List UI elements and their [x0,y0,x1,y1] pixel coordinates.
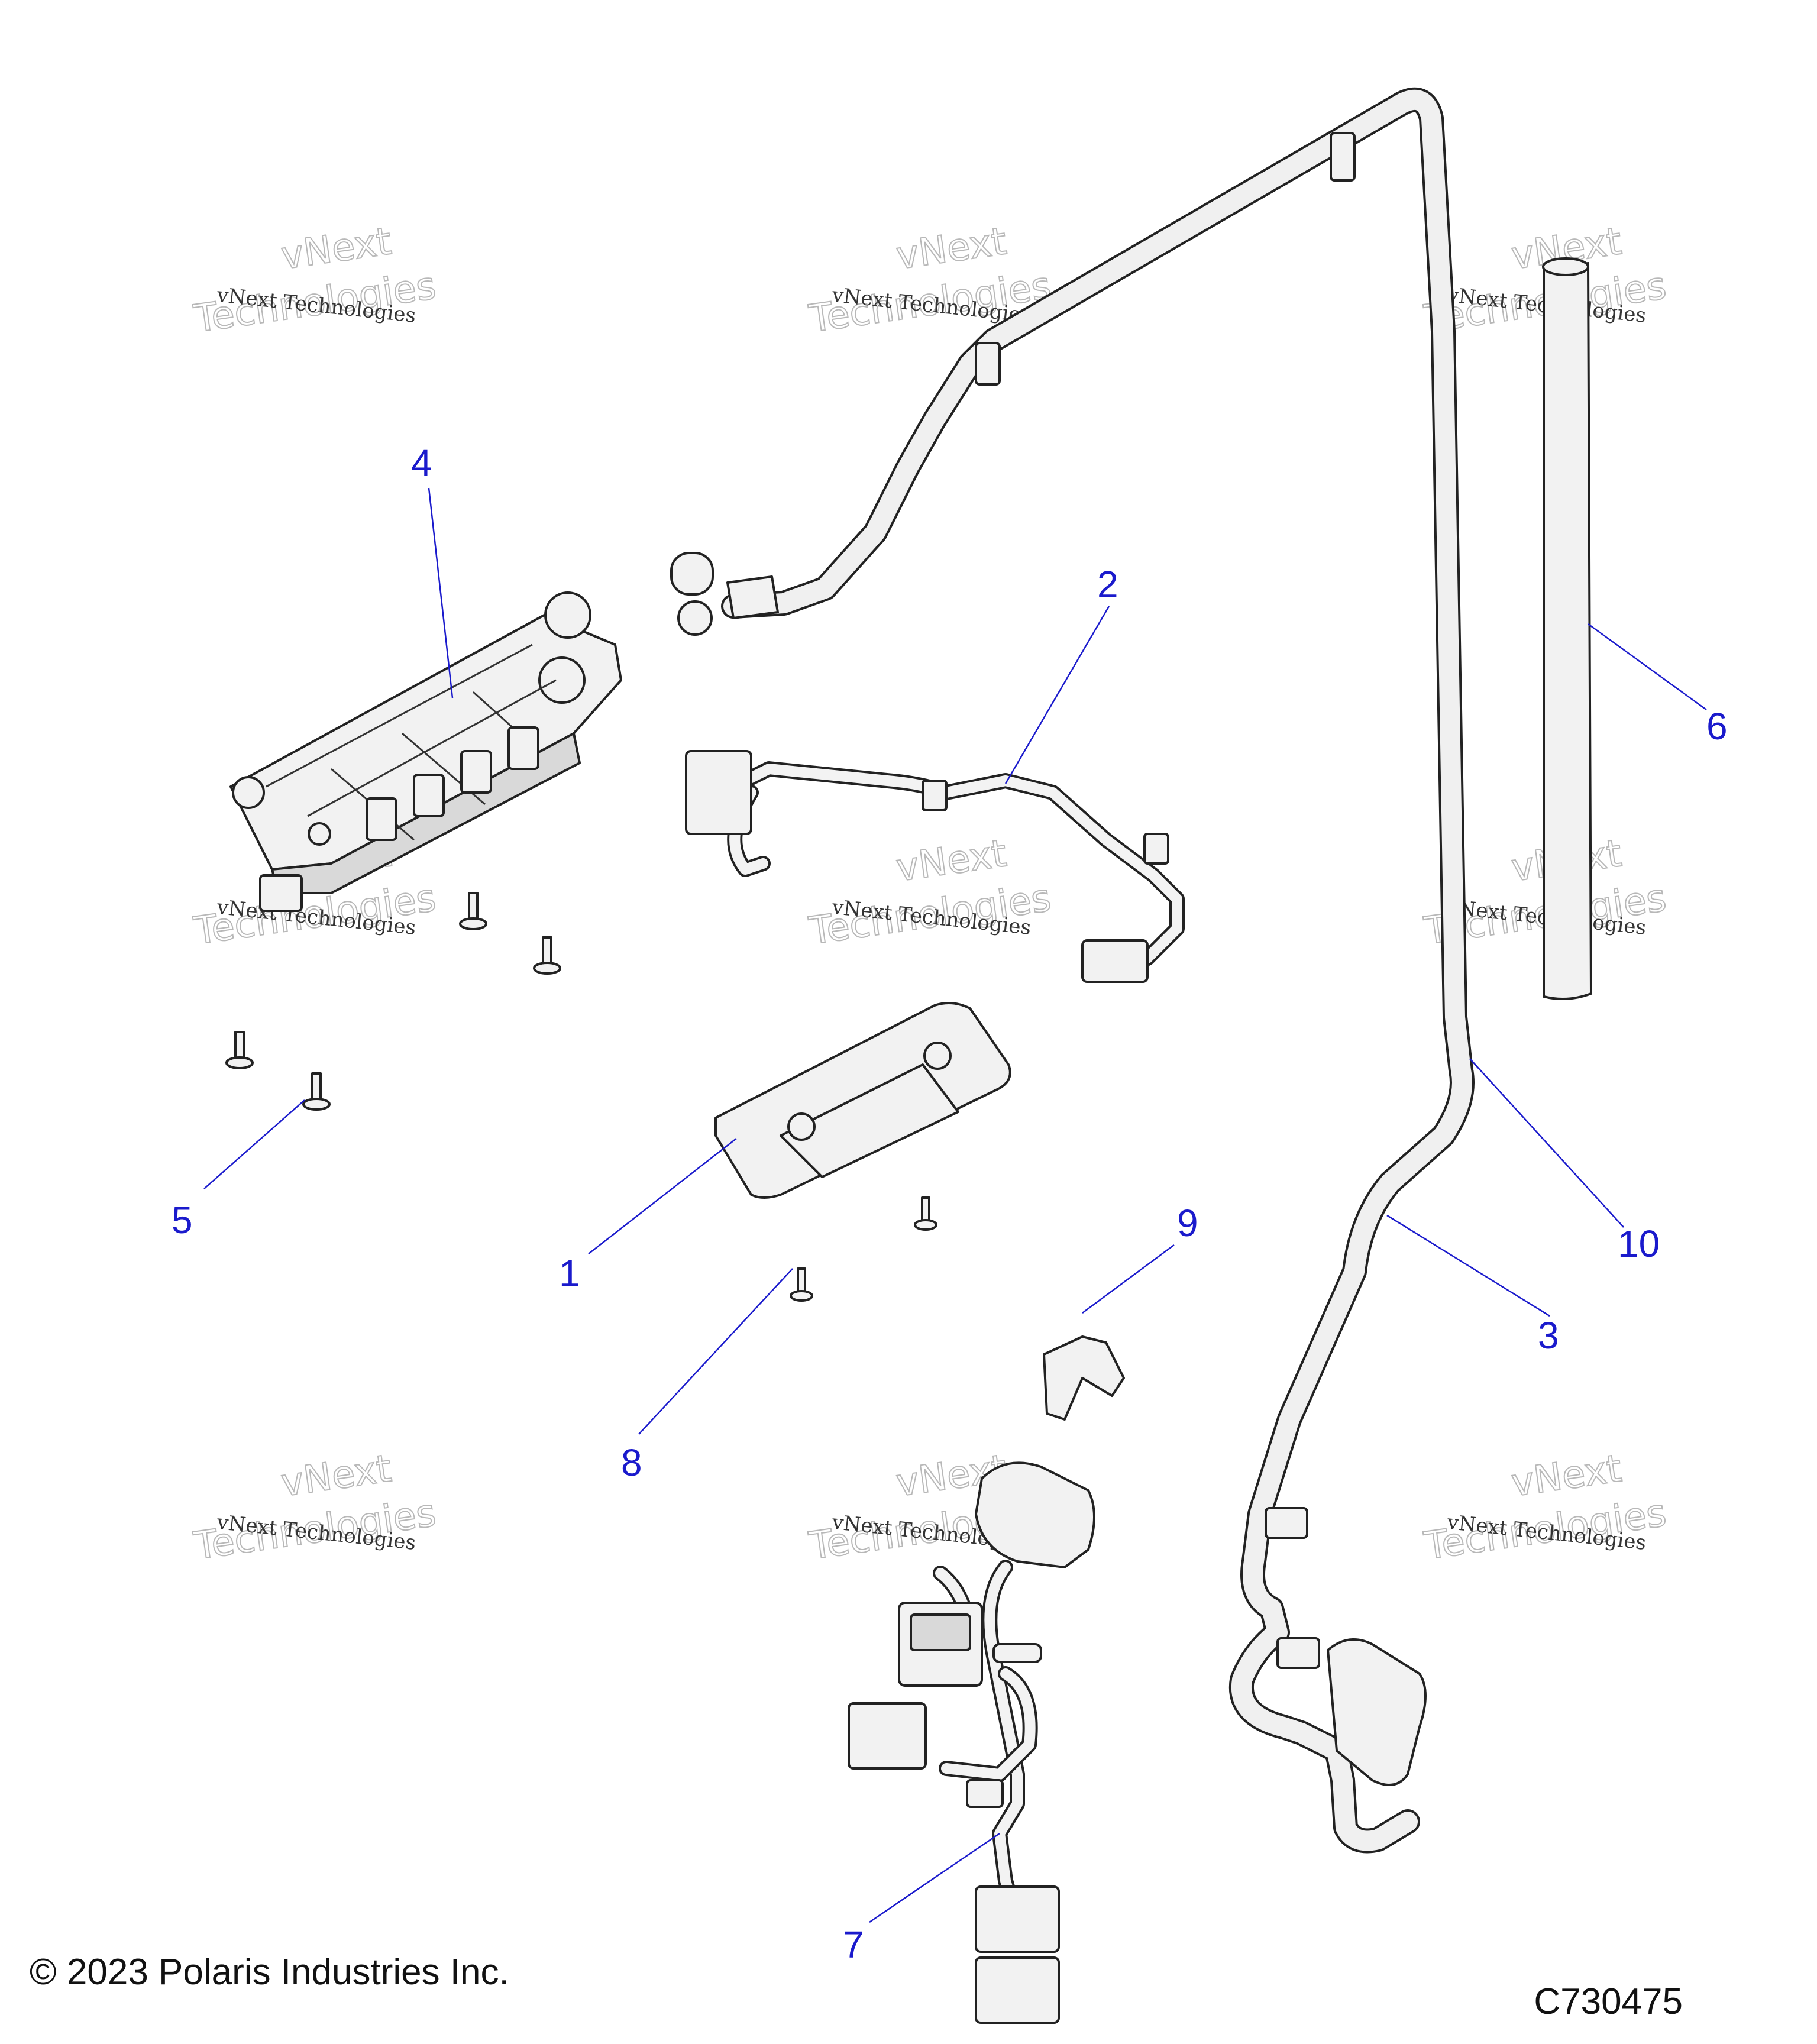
leader-10 [1469,1058,1624,1228]
callout-6: 6 [1706,705,1728,748]
watermark-bottom-right: vNext Technologies vNext Technologies [1421,1446,1669,1569]
bracket-hole [544,591,591,639]
watermark-ghost-line1: vNext [279,219,394,278]
harness-clip [1265,1507,1308,1539]
watermark-ghost-line1: vNext [1509,1447,1624,1505]
callout-8: 8 [621,1441,642,1484]
callout-9: 9 [1177,1202,1198,1244]
round-connector [975,1461,1095,1568]
callout-2: 2 [1097,563,1118,606]
harness-clip [966,1779,1004,1808]
relay-top [910,1613,971,1651]
sub-harness [685,750,1185,983]
callout-3: 3 [1538,1314,1559,1357]
harness-clip [1330,132,1356,182]
harness-clip [922,780,948,811]
callout-4: 4 [411,442,432,484]
leader-1 [588,1138,737,1254]
screw [459,892,487,930]
module-hole [787,1112,816,1141]
bracket-connectors [259,726,539,912]
sleeve-body [1543,262,1592,1000]
callout-1: 1 [559,1252,580,1295]
terminal-stud [992,1643,1042,1663]
sleeve-end [1542,257,1589,276]
retaining-clip [1043,1335,1125,1421]
watermark-top-left: vNext Technologies vNext Technologies [190,219,439,342]
bracket-hole [232,776,265,809]
ring-terminal [677,600,713,636]
leader-4 [428,487,454,698]
callout-7: 7 [843,1923,864,1966]
connector-plug [975,1885,1060,1953]
watermark-ghost-line1: vNext [894,832,1009,890]
leader-3 [1386,1214,1550,1317]
module-hole [923,1042,952,1070]
screw [790,1267,813,1302]
screw [533,936,561,975]
mount-bracket [229,591,622,912]
screw [225,1031,254,1069]
screws-8 [790,1196,937,1302]
callouts: 1 2 3 4 5 6 7 8 9 10 [172,442,1728,1966]
protective-sleeve [1542,257,1592,1000]
leader-2 [1004,606,1110,784]
main-harness [670,87,1475,1854]
figure-code: C730475 [1534,1981,1683,2022]
harness-clip [1276,1637,1320,1669]
watermark-mid-center: vNext Technologies vNext Technologies [806,831,1054,954]
module-cover [780,1063,959,1178]
watermark-ghost-line1: vNext [279,1447,394,1505]
leader-7 [869,1832,1000,1923]
ground-ring [670,552,714,596]
leader-5 [203,1099,305,1189]
watermark-ghost-line1: vNext [894,219,1009,278]
fuse-block [848,1702,927,1770]
harness-clip [975,342,1001,386]
switch-connector [1327,1638,1427,1786]
screw [914,1196,937,1231]
watermark-bottom-left: vNext Technologies vNext Technologies [190,1446,439,1569]
connector-body [726,575,779,619]
clip-body [1043,1335,1125,1421]
callout-5: 5 [172,1199,193,1241]
screw [302,1072,331,1111]
bracket-hole [308,822,331,846]
leader-8 [638,1268,793,1435]
harness-clip [1143,833,1169,865]
screws-5 [225,892,561,1111]
bracket-hole [538,656,586,704]
control-module [714,1002,1011,1199]
leader-lines [203,487,1707,1923]
leader-9 [1082,1244,1175,1314]
connector-plug [975,1956,1060,2024]
connector-plug [1081,939,1149,983]
relay-harness [848,1461,1095,2024]
callout-10: 10 [1618,1222,1660,1265]
leader-6 [1588,623,1707,711]
copyright-text: © 2023 Polaris Industries Inc. [30,1952,509,1993]
connector-plug [685,750,752,835]
